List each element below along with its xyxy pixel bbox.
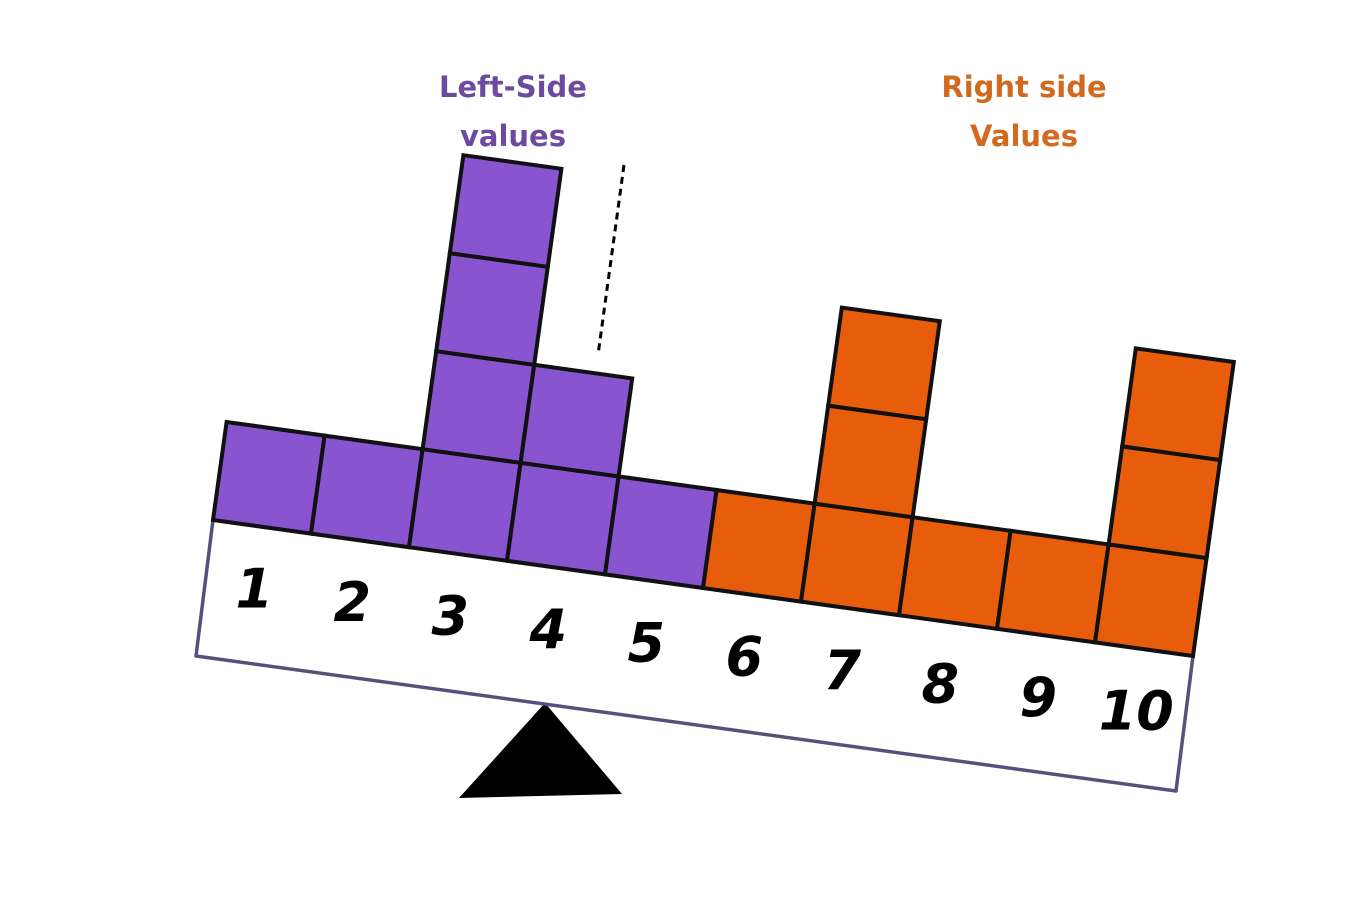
fulcrum-triangle: [459, 703, 622, 798]
right-block: [994, 528, 1111, 645]
right-block: [1119, 346, 1237, 463]
position-label: 3: [432, 585, 470, 648]
position-label: 1: [236, 557, 274, 620]
right-block: [700, 487, 817, 604]
right-block: [1106, 444, 1223, 561]
right-block: [812, 403, 929, 520]
right-block: [798, 501, 915, 618]
right-block: [1092, 542, 1209, 659]
right-block: [825, 305, 943, 422]
left-title-line2: values: [460, 119, 566, 153]
left-block: [602, 474, 719, 591]
position-label: 5: [628, 612, 666, 675]
blocks: [210, 152, 1237, 659]
right-title-line2: Values: [970, 119, 1078, 153]
left-block: [210, 419, 327, 536]
position-label: 9: [1020, 666, 1058, 729]
left-block: [518, 362, 635, 479]
position-label: 4: [529, 598, 568, 661]
left-block: [504, 460, 621, 577]
balance-dashed-line: [596, 164, 626, 356]
position-label: 2: [334, 571, 372, 634]
left-block: [308, 433, 425, 550]
left-block: [447, 152, 564, 270]
left-title-line1: Left-Side: [439, 70, 587, 104]
position-label: 10: [1099, 680, 1174, 743]
position-label: 6: [726, 625, 764, 688]
right-title-line1: Right side: [941, 70, 1106, 104]
left-block: [420, 348, 537, 466]
left-block: [433, 250, 551, 368]
position-label: 7: [824, 639, 862, 702]
right-block: [896, 514, 1013, 632]
position-label: 8: [922, 653, 960, 716]
left-block: [406, 446, 523, 564]
